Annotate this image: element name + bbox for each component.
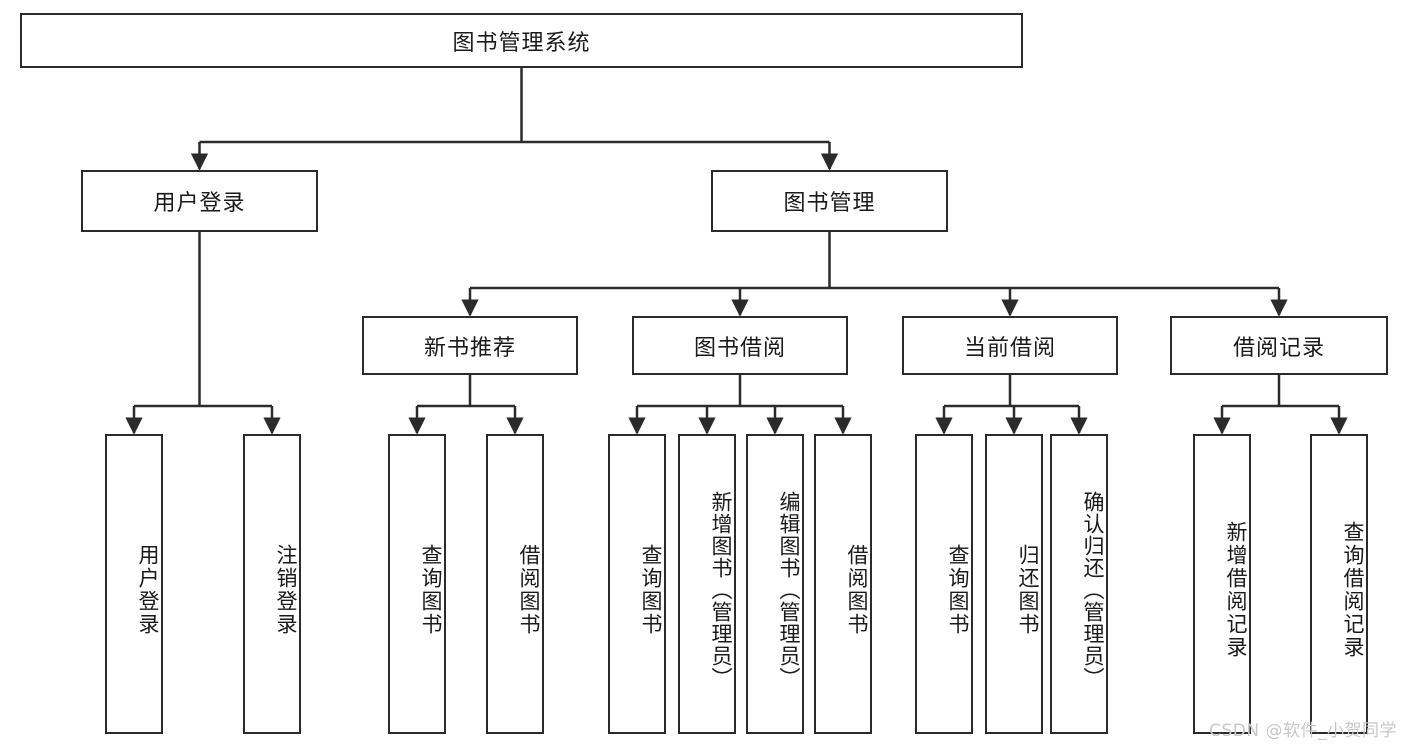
node-leaf-query-book-2[interactable]: 查询图书 <box>608 434 666 734</box>
node-label: 新书推荐 <box>423 335 516 361</box>
node-label: 新增借阅记录 <box>1224 521 1248 659</box>
node-label: 图书管理 <box>783 191 876 216</box>
node-label: 用户登录 <box>136 544 160 636</box>
node-leaf-user-login[interactable]: 用户登录 <box>105 434 163 734</box>
node-label: 用户登录 <box>153 191 246 216</box>
node-login[interactable]: 用户登录 <box>81 170 318 232</box>
node-label: 借阅图书 <box>845 544 869 636</box>
node-label: 归还图书 <box>1016 544 1040 636</box>
node-leaf-query-book-3[interactable]: 查询图书 <box>915 434 973 734</box>
node-label: 查询借阅记录 <box>1341 521 1365 659</box>
node-label: 借阅图书 <box>517 544 541 636</box>
node-leaf-edit-book[interactable]: 编辑图书（管理员） <box>746 434 804 734</box>
node-leaf-query-record[interactable]: 查询借阅记录 <box>1310 434 1368 734</box>
node-label: 编辑图书（管理员） <box>777 491 801 689</box>
node-label: 新增图书（管理员） <box>709 491 733 689</box>
node-label: 确认归还（管理员） <box>1081 491 1105 689</box>
node-root[interactable]: 图书管理系统 <box>20 13 1023 68</box>
node-bookmgmt[interactable]: 图书管理 <box>711 170 948 232</box>
node-label: 当前借阅 <box>963 335 1056 361</box>
node-leaf-add-record[interactable]: 新增借阅记录 <box>1193 434 1251 734</box>
node-leaf-query-book-1[interactable]: 查询图书 <box>388 434 446 734</box>
node-leaf-add-book[interactable]: 新增图书（管理员） <box>678 434 736 734</box>
node-newbook[interactable]: 新书推荐 <box>362 316 578 375</box>
node-leaf-logout[interactable]: 注销登录 <box>243 434 301 734</box>
node-label: 注销登录 <box>274 544 298 636</box>
node-borrow[interactable]: 图书借阅 <box>632 316 848 375</box>
node-current[interactable]: 当前借阅 <box>902 316 1118 375</box>
watermark: CSDN @软件_小贺同学 <box>1209 721 1397 741</box>
node-label: 图书管理系统 <box>452 30 591 56</box>
node-records[interactable]: 借阅记录 <box>1170 316 1388 375</box>
node-leaf-borrow-book-2[interactable]: 借阅图书 <box>814 434 872 734</box>
node-label: 查询图书 <box>946 544 970 636</box>
node-label: 图书借阅 <box>693 335 786 361</box>
node-label: 借阅记录 <box>1232 335 1325 361</box>
node-leaf-return-book[interactable]: 归还图书 <box>985 434 1043 734</box>
node-label: 查询图书 <box>639 544 663 636</box>
node-leaf-borrow-book-1[interactable]: 借阅图书 <box>486 434 544 734</box>
node-label: 查询图书 <box>419 544 443 636</box>
node-leaf-confirm-return[interactable]: 确认归还（管理员） <box>1050 434 1108 734</box>
